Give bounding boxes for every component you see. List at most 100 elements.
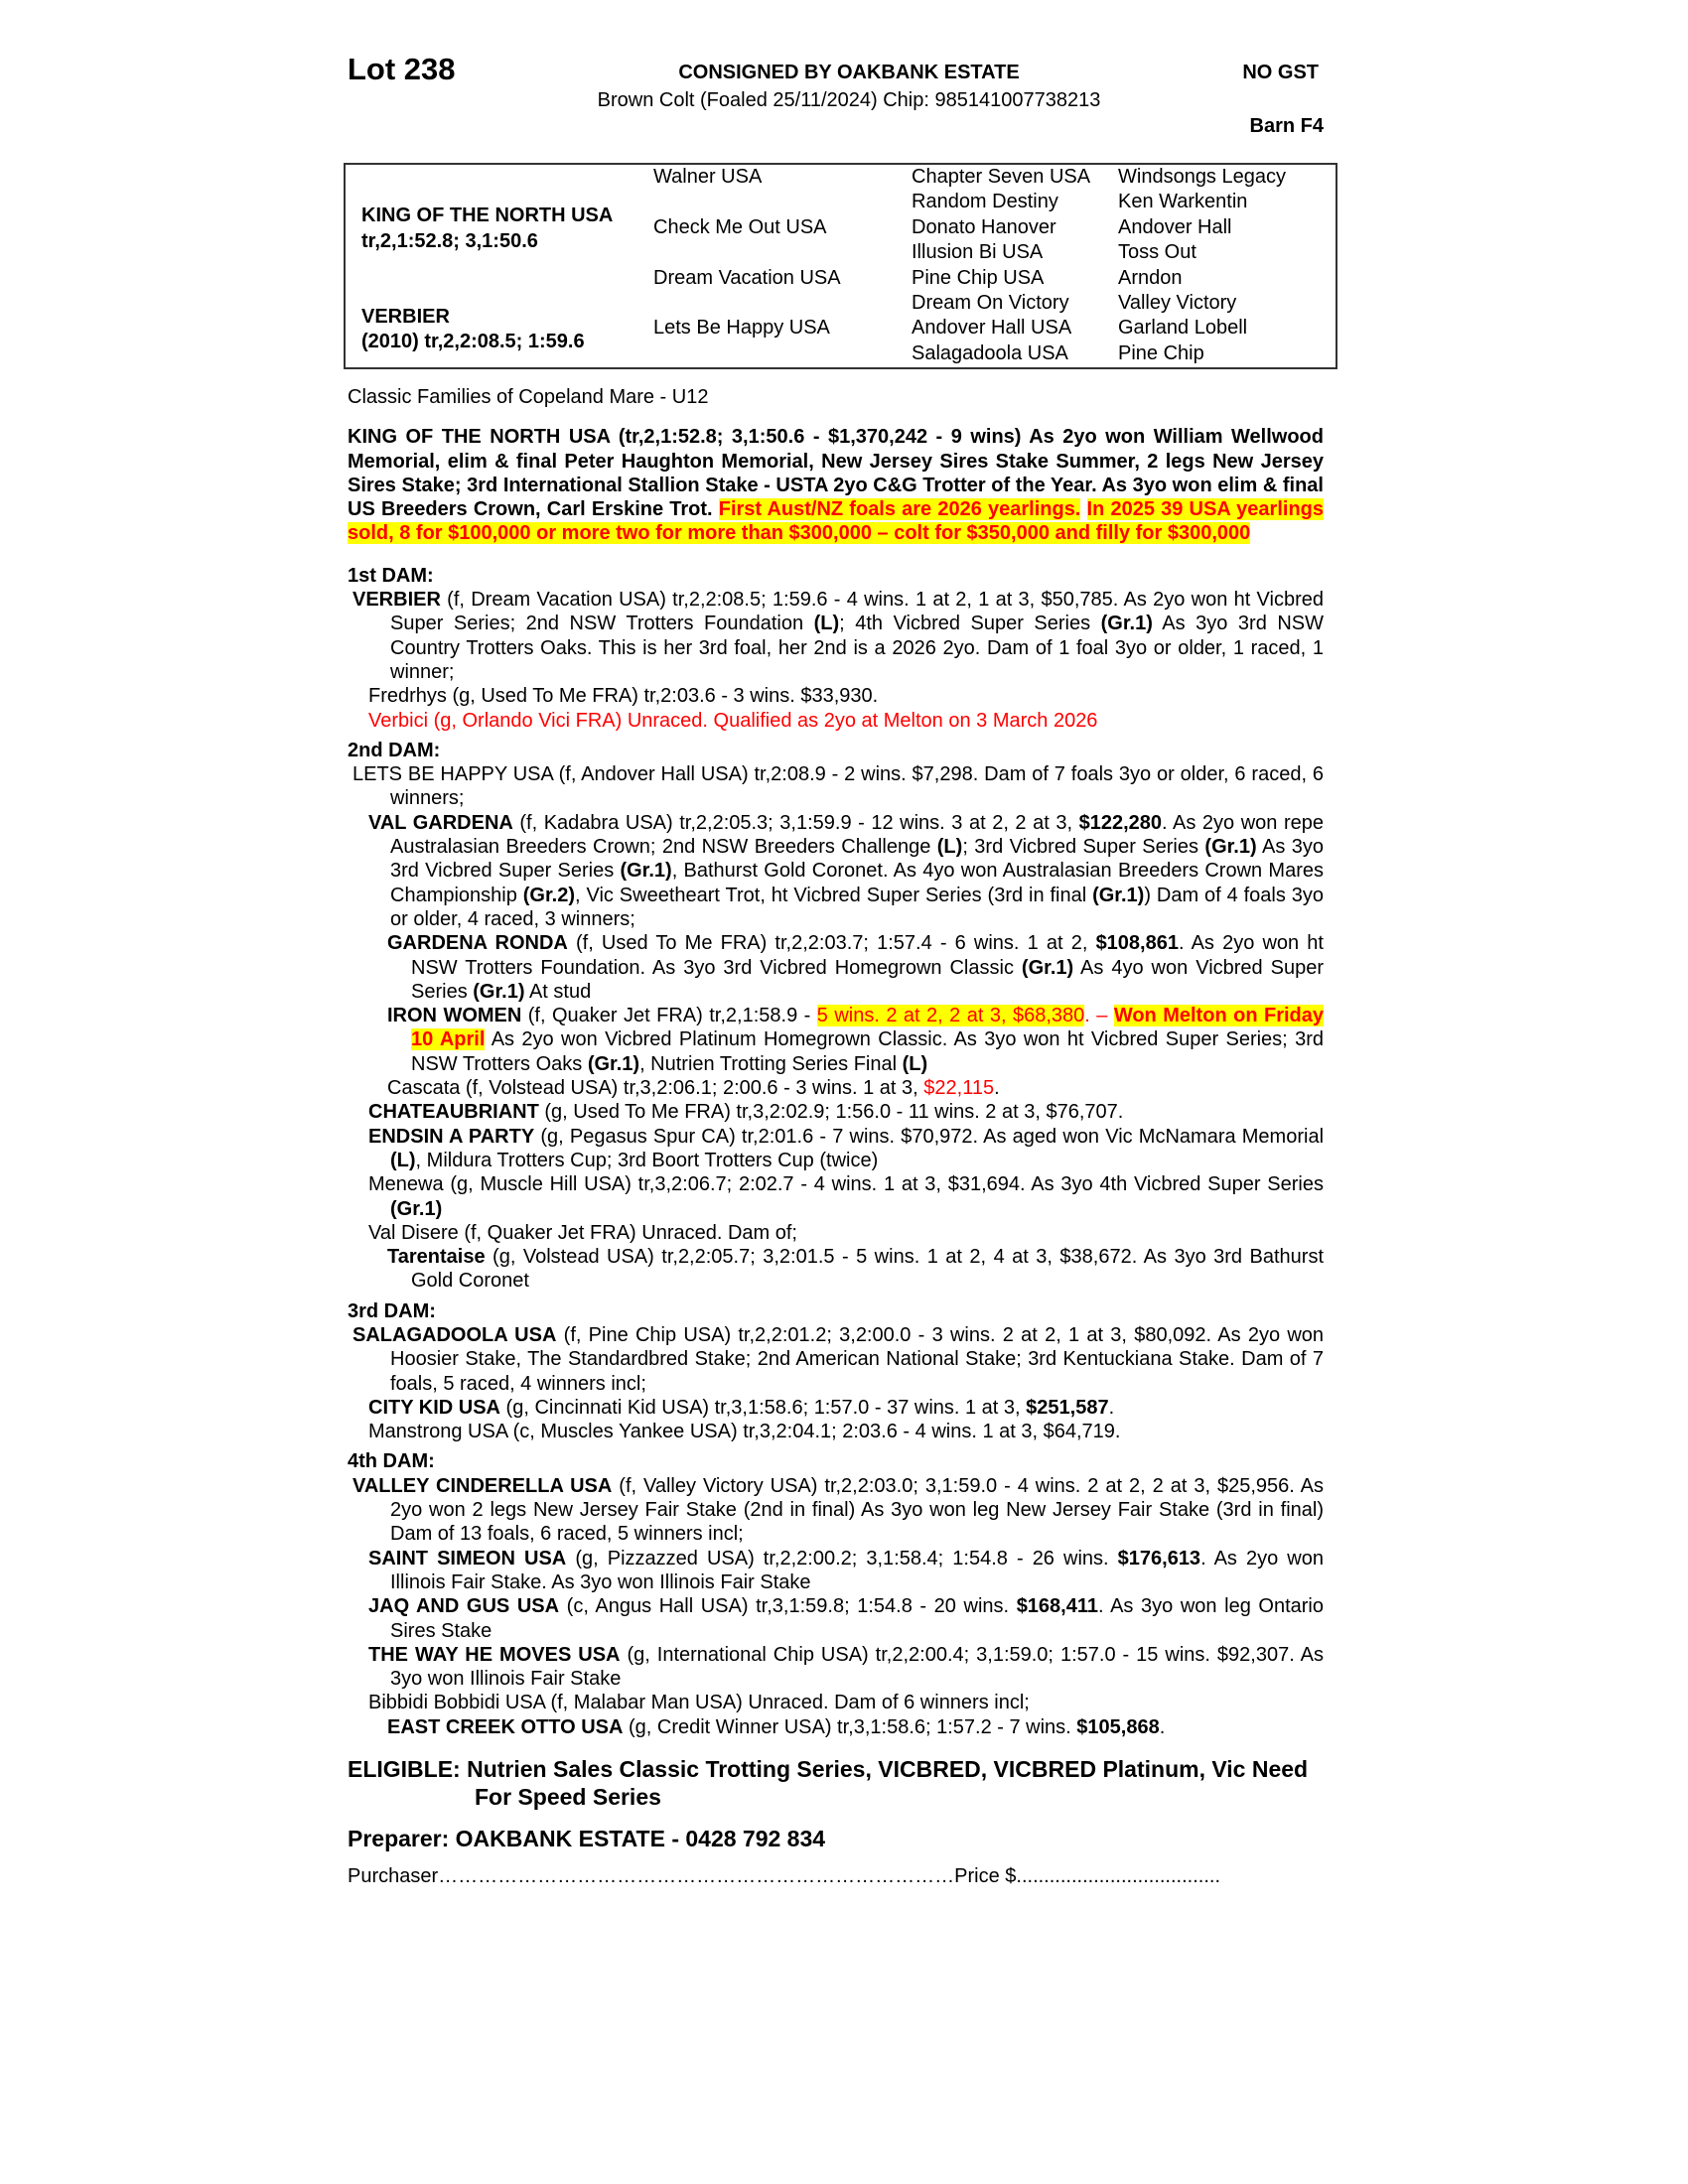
text-run: ; 4th Vicbred Super Series [839, 613, 1101, 635]
pedigree-name: Pine Chip [1118, 341, 1204, 364]
text-run: . As 2yo won Illinois Fair Stake. As 3yo… [390, 1547, 1324, 1593]
pedigree-name: Arndon [1118, 266, 1183, 289]
pedigree-entry: Verbici (g, Orlando Vici FRA) Unraced. Q… [348, 709, 1324, 733]
dam-heading: 3rd DAM: [348, 1299, 436, 1322]
pedigree-entry: Val Disere (f, Quaker Jet FRA) Unraced. … [348, 1221, 1324, 1245]
text-run: Val Disere (f, Quaker Jet FRA) Unraced. … [368, 1221, 797, 1244]
text-run: Fredrhys (g, Used To Me FRA) tr,2:03.6 -… [368, 685, 879, 708]
pedigree-name: tr,2,1:52.8; 3,1:50.6 [361, 229, 538, 252]
text-run: , Vic Sweetheart Trot, ht Vicbred Super … [575, 884, 1093, 906]
pedigree-entry: Menewa (g, Muscle Hill USA) tr,3,2:06.7;… [348, 1172, 1324, 1221]
text-run: (Gr.1) [587, 1052, 640, 1075]
text-run: KING OF THE NORTH USA (tr,2,1:52.8; 3,1:… [348, 426, 1324, 521]
text-run: (Gr.1) [1021, 956, 1074, 979]
text-run: . – [1084, 1005, 1114, 1027]
pedigree-entry: Tarentaise (g, Volstead USA) tr,2,2:05.7… [348, 1245, 1324, 1294]
text-run: , Mildura Trotters Cup; 3rd Boort Trotte… [415, 1149, 879, 1171]
text-run: First Aust/NZ foals are 2026 yearlings. [718, 498, 1081, 521]
text-run: Verbici (g, Orlando Vici FRA) Unraced. Q… [368, 709, 1098, 732]
text-run: At stud [524, 980, 592, 1003]
pedigree-name: Check Me Out USA [653, 215, 827, 238]
pedigree-entry: VERBIER (f, Dream Vacation USA) tr,2,2:0… [348, 588, 1324, 684]
text-run: $22,115 [923, 1077, 995, 1100]
pedigree-entry: JAQ AND GUS USA (c, Angus Hall USA) tr,3… [348, 1594, 1324, 1643]
pedigree-name: Andover Hall [1118, 215, 1232, 238]
text-run: (g, International Chip USA) tr,2,2:00.4;… [390, 1643, 1324, 1691]
text-run: Menewa (g, Muscle Hill USA) tr,3,2:06.7;… [368, 1173, 1324, 1196]
text-run: $176,613 [1117, 1547, 1201, 1570]
pedigree-name: Valley Victory [1118, 291, 1237, 314]
pedigree-name [653, 190, 841, 214]
pedigree-entry: CITY KID USA (g, Cincinnati Kid USA) tr,… [348, 1396, 1324, 1420]
text-run: (g, Pegasus Spur CA) tr,2:01.6 - 7 wins.… [534, 1125, 1325, 1148]
text-run: (f, Valley Victory USA) tr,2,2:03.0; 3,1… [390, 1474, 1324, 1546]
dam-heading: 1st DAM: [348, 564, 434, 587]
text-run: LETS BE HAPPY USA (f, Andover Hall USA) … [352, 763, 1324, 810]
pedigree-name: Lets Be Happy USA [653, 317, 830, 340]
text-run: In 2025 39 USA yearlings sold, 8 for $10… [348, 498, 1325, 545]
text-run: $108,861 [1095, 932, 1179, 955]
pedigree-name: Random Destiny [912, 191, 1058, 213]
text-run: . As 2yo won repe Australasian Breeders … [390, 811, 1324, 859]
text-run: Manstrong USA (c, Muscles Yankee USA) tr… [368, 1421, 1121, 1443]
text-run: (g, Cincinnati Kid USA) tr,3,1:58.6; 1:5… [499, 1396, 1027, 1419]
text-run: (Gr.1) [620, 860, 672, 883]
text-run: (Gr.1) [390, 1197, 443, 1220]
text-run: ) Dam of 4 foals 3yo or older, 4 raced, … [390, 884, 1325, 930]
text-run: (f, Dream Vacation USA) tr,2,2:08.5; 1:5… [390, 589, 1324, 635]
text-run: JAQ AND GUS USA [368, 1595, 560, 1618]
pedigree-name: Walner USA [653, 166, 763, 188]
pedigree-entry: THE WAY HE MOVES USA (g, International C… [348, 1643, 1324, 1692]
lot-number: Lot 238 [348, 52, 456, 86]
text-run: GARDENA RONDA [387, 932, 568, 955]
pedigree-name: Windsongs Legacy [1118, 166, 1286, 188]
text-run: (g, Pizzazzed USA) tr,2,2:00.2; 3,1:58.4… [566, 1547, 1118, 1570]
text-run [1080, 498, 1086, 520]
pedigree-name [361, 179, 613, 204]
pedigree-entry: VALLEY CINDERELLA USA (f, Valley Victory… [348, 1474, 1324, 1547]
dam-heading: 2nd DAM: [348, 739, 441, 761]
text-run: (g, Credit Winner USA) tr,3,1:58.6; 1:57… [623, 1715, 1077, 1738]
horse-description: Brown Colt (Foaled 25/11/2024) Chip: 985… [597, 89, 1101, 111]
text-run: Tarentaise [387, 1246, 486, 1269]
text-run: (Gr.1) [1100, 613, 1153, 635]
pedigree-entry: SAINT SIMEON USA (g, Pizzazzed USA) tr,2… [348, 1547, 1324, 1595]
preparer: Preparer: OAKBANK ESTATE - 0428 792 834 [348, 1826, 826, 1852]
pedigree-name: Dream Vacation USA [653, 266, 841, 289]
pedigree-name [361, 254, 613, 279]
pedigree-name: Ken Warkentin [1118, 191, 1248, 213]
pedigree-name: Dream On Victory [912, 291, 1069, 314]
text-run: (L) [902, 1052, 928, 1075]
text-run: As 4yo won Vicbred Super Series [411, 956, 1325, 1003]
pedigree-entry: Fredrhys (g, Used To Me FRA) tr,2:03.6 -… [348, 684, 1324, 708]
pedigree-entry: Cascata (f, Volstead USA) tr,3,2:06.1; 2… [348, 1076, 1324, 1100]
purchaser-line[interactable]: Purchaser……………………………………………………………………Price… [348, 1865, 1220, 1888]
text-run: Cascata (f, Volstead USA) tr,3,2:06.1; 2… [387, 1077, 924, 1100]
text-run: (Gr.1) [1204, 836, 1257, 859]
pedigree-entry: EAST CREEK OTTO USA (g, Credit Winner US… [348, 1715, 1324, 1739]
text-run: CHATEAUBRIANT [368, 1101, 539, 1124]
eligibility: ELIGIBLE: Nutrien Sales Classic Trotting… [348, 1756, 1309, 1811]
pedigree-entry: Manstrong USA (c, Muscles Yankee USA) tr… [348, 1420, 1324, 1443]
text-run: $251,587 [1026, 1396, 1109, 1419]
text-run: Bibbidi Bobbidi USA (f, Malabar Man USA)… [368, 1692, 1030, 1714]
text-run: As 3yo 3rd NSW Country Trotters Oaks. Th… [390, 613, 1325, 683]
text-run: $122,280 [1078, 811, 1163, 834]
text-run: . [994, 1077, 1000, 1100]
pedigree-entry: IRON WOMEN (f, Quaker Jet FRA) tr,2,1:58… [348, 1004, 1324, 1076]
text-run: As 3yo 3rd Vicbred Super Series [390, 836, 1324, 883]
pedigree-name [361, 355, 613, 380]
text-run: ; 3rd Vicbred Super Series [962, 836, 1205, 859]
text-run: . [1108, 1396, 1115, 1419]
pedigree-entry: ENDSIN A PARTY (g, Pegasus Spur CA) tr,2… [348, 1125, 1324, 1173]
text-run: SALAGADOOLA USA [352, 1323, 557, 1346]
pedigree-name: Andover Hall USA [912, 317, 1072, 340]
text-run: (f, Used To Me FRA) tr,2,2:03.7; 1:57.4 … [567, 932, 1096, 955]
pedigree-name: Chapter Seven USA [912, 166, 1091, 188]
text-run: THE WAY HE MOVES USA [368, 1643, 621, 1666]
text-run: (L) [813, 613, 840, 635]
text-run: (Gr.1) [1092, 884, 1145, 906]
text-run: EAST CREEK OTTO USA [387, 1715, 624, 1738]
